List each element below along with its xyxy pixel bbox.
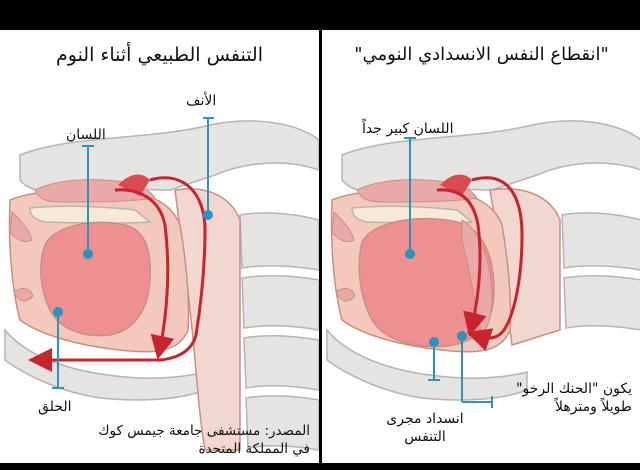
airway-obstruction-label: انسداد مجرى التنفس	[370, 410, 480, 446]
panel-divider	[319, 30, 322, 463]
spine-vertebrae	[239, 212, 319, 451]
source-line-1: المصدر: مستشفى جامعة جيمس كوك	[98, 423, 310, 439]
soft-palate-line-1: يكون "الحنك الرخو"	[516, 381, 632, 397]
nose-pointer	[203, 117, 214, 220]
apnea-airway-illustration	[326, 120, 640, 408]
tongue-pointer	[404, 137, 416, 259]
airway-pointer	[428, 337, 440, 381]
soft-palate-pointer	[457, 331, 493, 408]
source-note: المصدر: مستشفى جامعة جيمس كوك في المملكة…	[70, 422, 310, 458]
soft-palate	[461, 219, 493, 335]
jaw-bone	[326, 327, 528, 401]
tongue	[40, 221, 152, 337]
airflow-arrow-mouth	[436, 188, 487, 337]
throat-pointer	[52, 307, 64, 389]
airway-line-1: انسداد مجرى	[386, 411, 464, 427]
source-line-2: في المملكة المتحدة	[198, 441, 310, 457]
tongue-large-label: اللسان كبير جداً	[362, 121, 454, 137]
normal-airway-illustration	[4, 117, 319, 451]
soft-palate-label: يكون "الحنك الرخو" طويلاً ومترهلاً	[498, 380, 632, 416]
sleep-apnea-title: "انقطاع النفس الانسدادي النومي"	[354, 44, 609, 65]
airflow-arrow-mouth	[114, 188, 175, 360]
normal-breathing-panel: التنفس الطبيعي أثناء النوم الأنف اللسان …	[0, 30, 319, 463]
tongue-label: اللسان	[66, 127, 106, 143]
airflow-arrow-nose	[28, 176, 207, 372]
airflow-arrow-nose	[466, 176, 524, 352]
lips	[9, 210, 33, 243]
normal-breathing-title: التنفس الطبيعي أثناء النوم	[55, 44, 263, 66]
sleep-apnea-panel: "انقطاع النفس الانسدادي النومي" اللسان ك…	[322, 30, 640, 463]
bottom-black-bar	[0, 463, 640, 470]
throat-label: الحلق	[38, 399, 72, 415]
soft-palate-line-2: طويلاً ومترهلاً	[554, 399, 632, 415]
tongue-pointer	[82, 145, 94, 259]
airway-line-2: التنفس	[404, 429, 446, 445]
lips	[331, 210, 355, 243]
top-black-bar	[0, 0, 640, 30]
nose-label: الأنف	[186, 93, 217, 109]
spine-vertebrae	[561, 212, 640, 331]
